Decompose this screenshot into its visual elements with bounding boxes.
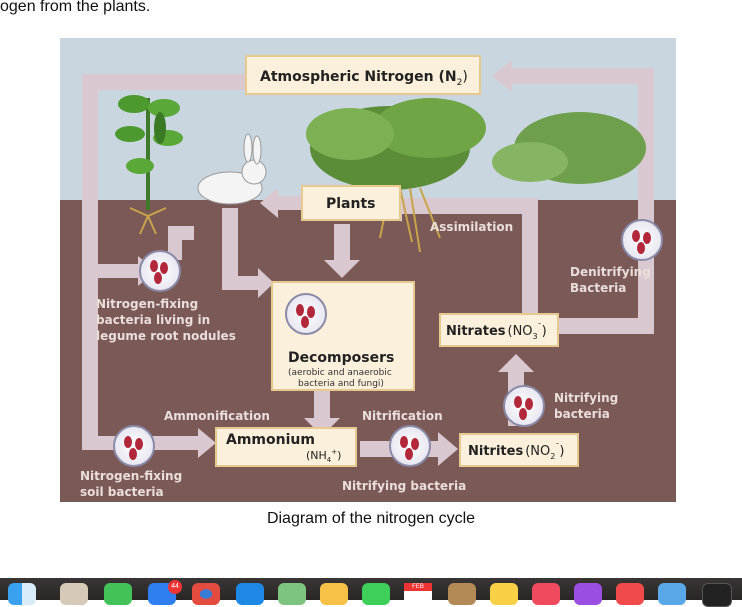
denitrifying-label-1: Denitrifying [570,265,651,279]
fixing-root-label-2: bacteria living in [96,313,210,327]
safari-icon[interactable] [236,583,264,605]
decomposers-sub-1: (aerobic and anaerobic [288,368,392,378]
denitrifying-label-2: Bacteria [570,281,626,295]
assimilation-label: Assimilation [430,220,513,234]
bacteria-nitrification [389,425,431,467]
bacteria-soil [113,425,155,467]
photos-icon[interactable] [320,583,348,605]
decomposers-title: Decomposers [288,350,394,366]
nitrogen-cycle-diagram: Atmospheric Nitrogen (N2) Plants Assimil… [60,38,676,502]
soil-bacteria-label-1: Nitrogen-fixing [80,469,182,483]
bacteria-nitrifying [503,385,545,427]
diagram-caption: Diagram of the nitrogen cycle [266,510,476,527]
atmospheric-nitrogen-box [245,55,481,95]
ammonium-formula: (NH4+) [306,448,341,464]
grass-plants [306,98,646,253]
nitrites-label: Nitrites(NO2¯) [468,442,564,461]
facetime-icon[interactable] [362,583,390,605]
legume-plant [115,95,183,235]
ammonium-box [215,427,357,467]
fixing-root-label-1: Nitrogen-fixing [96,297,198,311]
plants-box [301,185,401,221]
atmospheric-nitrogen-label: Atmospheric Nitrogen (N2) [260,69,468,88]
nitrites-box [459,433,579,467]
ammonification-label: Ammonification [164,409,270,423]
plants-label: Plants [326,196,376,212]
news-icon[interactable] [616,583,644,605]
ammonium-label: Ammonium [226,432,315,448]
bacteria-decomposers [285,293,327,335]
chrome-icon[interactable] [192,583,220,605]
nitrifying-bottom-label: Nitrifying bacteria [342,479,466,493]
top-text: ogen from the plants. [0,0,151,15]
nitrification-label: Nitrification [362,409,443,423]
maps-icon[interactable] [278,583,306,605]
music-icon[interactable] [532,583,560,605]
bacteria-root-nodule [139,250,181,292]
fixing-root-label-3: legume root nodules [96,329,236,343]
finder-icon[interactable] [8,583,36,605]
notes-icon[interactable] [490,583,518,605]
calendar-month: FEB [404,583,432,591]
nitrates-label: Nitrates(NO3¯) [446,322,547,341]
contacts-icon[interactable] [448,583,476,605]
soil-bacteria-label-2: soil bacteria [80,485,164,499]
nitrifying-label-2: bacteria [554,407,610,421]
preview-icon[interactable] [658,583,686,605]
podcasts-icon[interactable] [574,583,602,605]
calendar-icon[interactable]: FEB [404,583,432,605]
nitrates-box [439,313,559,347]
bacteria-denitrifying [621,219,663,261]
dock: 44 FEB [0,578,742,607]
messages-icon[interactable] [104,583,132,605]
rabbit [197,133,267,205]
launchpad-icon[interactable] [60,583,88,605]
terminal-icon[interactable] [702,583,732,607]
decomposers-sub-2: bacteria and fungi) [298,379,384,389]
nitrifying-label-1: Nitrifying [554,391,618,405]
mail-badge: 44 [168,580,182,594]
